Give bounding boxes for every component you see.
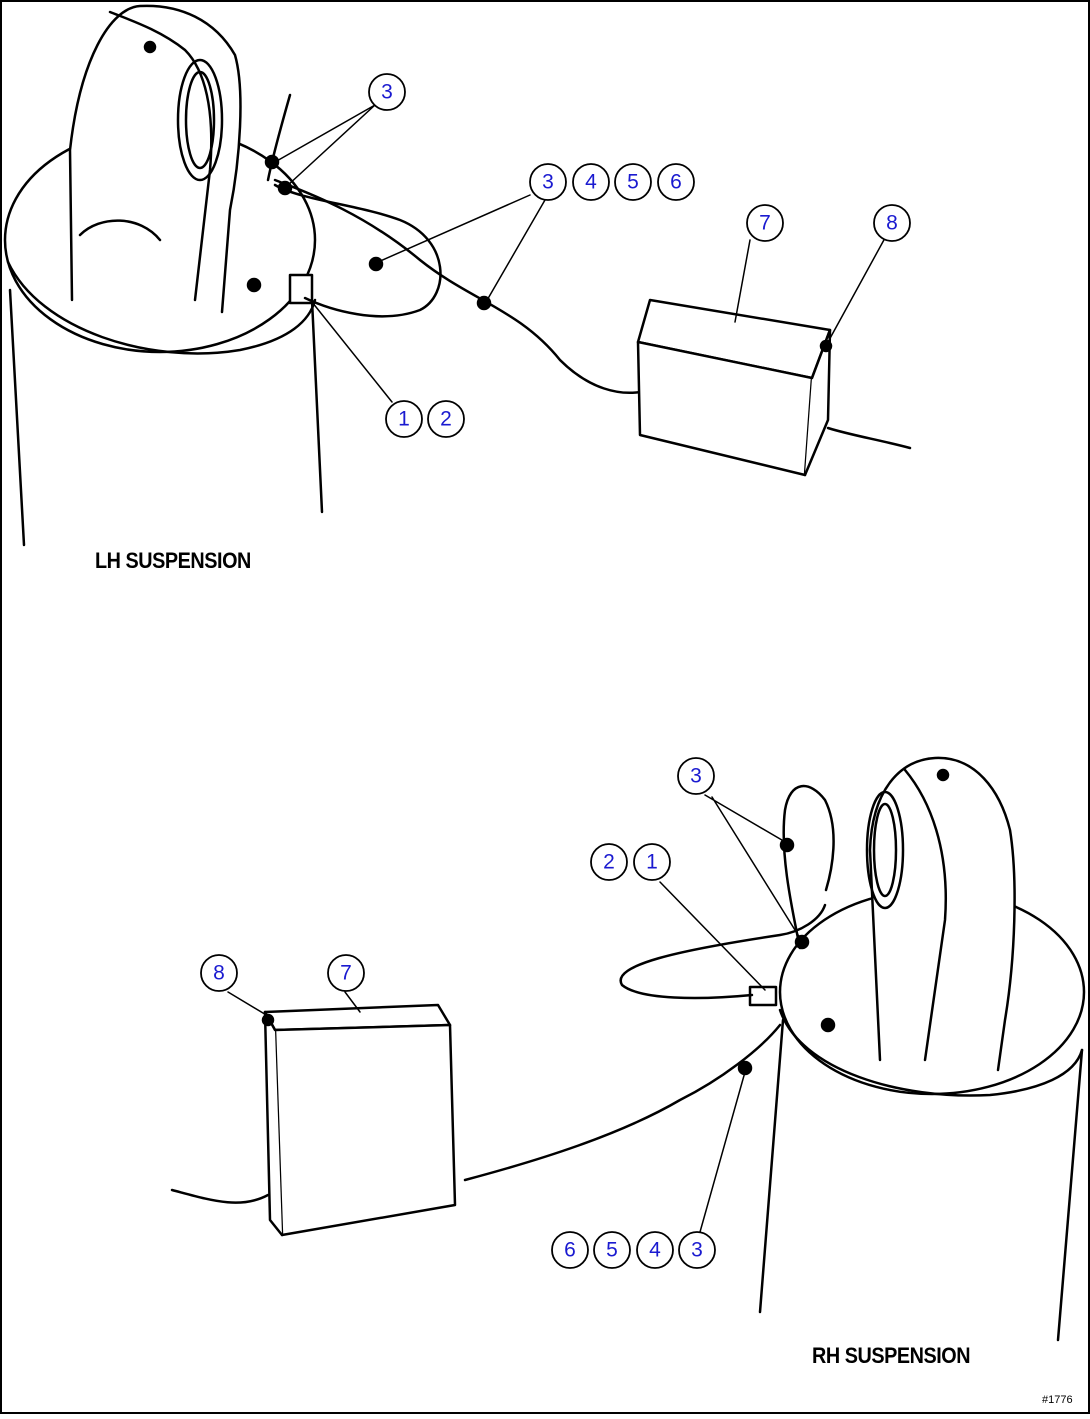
rh-callout-circle-3a [677, 757, 715, 795]
lh-leader-3-top [274, 104, 376, 187]
rh-callout-label: 5 [606, 1239, 618, 1262]
rh-cylinder-right-edge [1056, 1048, 1084, 1342]
lh-callout-label: 7 [759, 212, 771, 235]
lh-main-harness [273, 178, 642, 394]
lh-callout-circle-3b [529, 163, 567, 201]
rh-pivot-bore-inner [872, 802, 898, 898]
rh-box-front [273, 1023, 457, 1237]
lh-clevis-base [78, 219, 162, 242]
rh-leader-6543 [699, 1071, 746, 1233]
lh-cylinder-rim [6, 260, 317, 355]
rh-callout-label: 7 [340, 962, 352, 985]
lh-leader-3456 [377, 194, 546, 303]
rh-callout-circle-3b [678, 1231, 716, 1269]
lh-leader-8 [827, 237, 886, 343]
lh-grease-fitting [143, 40, 157, 54]
rh-callout-circle-2 [590, 843, 628, 881]
lh-callout-circle-5 [614, 163, 652, 201]
lh-output-cable [826, 426, 912, 450]
lh-callout-labels: 3 3 4 5 6 7 8 1 2 [381, 81, 898, 431]
lh-callout-label: 6 [670, 171, 682, 194]
rh-callout-circle-8 [200, 954, 238, 992]
lh-callout-label: 8 [886, 212, 898, 235]
lh-cable-loop [266, 93, 292, 182]
rh-callout-label: 1 [646, 851, 658, 874]
lh-callout-label: 2 [440, 408, 452, 431]
lh-callout-circle-2 [427, 400, 465, 438]
lh-suspension-drawing [3, 4, 912, 547]
rh-callout-circle-4 [636, 1231, 674, 1269]
rh-output-cable [170, 1188, 270, 1204]
figure-id: #1776 [1042, 1394, 1073, 1406]
lh-leader-7 [734, 239, 751, 323]
rh-cylinder-left-edge [758, 1018, 785, 1314]
rh-callout-circle-6 [551, 1231, 589, 1269]
lh-callout-label: 5 [627, 171, 639, 194]
lh-callout-label: 1 [398, 408, 410, 431]
lh-callouts [368, 73, 911, 438]
rh-box-screw [261, 1013, 275, 1027]
lh-clamp-c [368, 256, 384, 272]
lh-cylinder-right-edge [310, 298, 324, 514]
lh-plug [246, 277, 262, 293]
lh-callout-circle-8 [873, 204, 911, 242]
rh-leader-21 [659, 881, 766, 991]
rh-callout-label: 4 [649, 1239, 661, 1262]
rh-suspension-drawing [170, 756, 1086, 1342]
rh-plug [820, 1017, 836, 1033]
lh-clevis-mount [68, 4, 242, 314]
lh-callout-circle-3a [368, 73, 406, 111]
rh-clevis-inner [903, 768, 947, 1062]
lh-callout-circle-6 [657, 163, 695, 201]
rh-callout-label: 3 [691, 1239, 703, 1262]
rh-leader-8 [227, 991, 269, 1017]
lh-cylinder-left-edge [8, 288, 26, 547]
rh-clevis-mount [868, 756, 1016, 1072]
lh-callout-label: 3 [542, 171, 554, 194]
lh-leader-12 [311, 301, 393, 403]
rh-callout-circle-7 [327, 954, 365, 992]
lh-callout-circle-7 [746, 204, 784, 242]
rh-callout-labels: 3 2 1 8 7 6 5 4 3 [213, 765, 703, 1262]
lh-pivot-bore-inner [184, 70, 216, 170]
rh-grease-fitting [936, 768, 950, 782]
rh-sensor-fitting [748, 985, 778, 1007]
rh-callouts [200, 757, 716, 1269]
rh-callout-label: 6 [564, 1239, 576, 1262]
rh-leader-7 [344, 991, 361, 1013]
lh-clamp-a [264, 154, 280, 170]
rh-cylinder-rim [778, 1008, 1084, 1097]
lh-sensor-fitting [288, 273, 314, 305]
rh-callout-circle-1 [633, 843, 671, 881]
rh-callout-label: 8 [213, 962, 225, 985]
rh-cable-loop [782, 784, 835, 950]
rh-pivot-bore [865, 790, 905, 910]
rh-callout-label: 2 [603, 851, 615, 874]
lh-callout-circle-1 [385, 400, 423, 438]
lh-box-screw [819, 339, 833, 353]
lh-box-side [803, 328, 832, 477]
rh-callout-circle-5 [593, 1231, 631, 1269]
rh-leader-3-top [704, 794, 801, 939]
rh-callout-label: 3 [690, 765, 702, 788]
lh-callout-label: 4 [585, 171, 597, 194]
lh-clevis-inner [108, 10, 213, 302]
rh-main-harness [463, 1023, 782, 1182]
rh-suspension-caption: RH SUSPENSION [812, 1343, 971, 1368]
lh-suspension-caption: LH SUSPENSION [95, 548, 251, 573]
lh-callout-label: 3 [381, 81, 393, 104]
lh-callout-circle-4 [572, 163, 610, 201]
lh-pivot-bore [176, 58, 224, 182]
rh-clamp-b [794, 934, 810, 950]
